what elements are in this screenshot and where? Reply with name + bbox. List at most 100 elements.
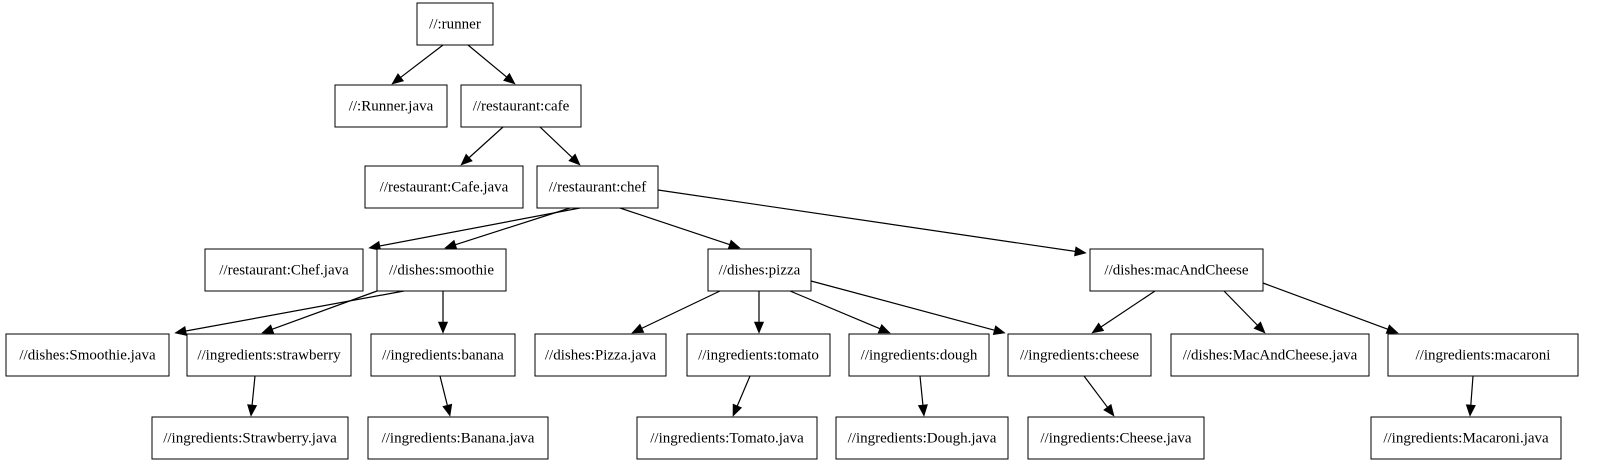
graph-node-banana_java[interactable]: //ingredients:Banana.java — [367, 416, 549, 460]
node-box[interactable] — [707, 248, 812, 292]
graph-node-ing_tomato[interactable]: //ingredients:tomato — [686, 333, 831, 377]
node-box[interactable] — [364, 165, 524, 209]
node-label: //ingredients:strawberry — [197, 347, 341, 363]
node-box[interactable] — [835, 416, 1009, 460]
node-label: //ingredients:dough — [861, 347, 978, 363]
node-box[interactable] — [1387, 333, 1579, 377]
edge-restaurant_chef-to-dishes_mac — [657, 189, 1087, 257]
node-box[interactable] — [204, 248, 364, 292]
graph-node-dough_java[interactable]: //ingredients:Dough.java — [835, 416, 1009, 460]
node-box[interactable] — [848, 333, 990, 377]
arrowhead-icon — [1253, 321, 1266, 334]
node-box[interactable] — [376, 248, 507, 292]
edge-line — [810, 280, 995, 331]
node-box[interactable] — [416, 2, 494, 46]
graph-node-cafe_java[interactable]: //restaurant:Cafe.java — [364, 165, 524, 209]
edge-line — [468, 126, 504, 159]
graph-node-strawberry_java[interactable]: //ingredients:Strawberry.java — [151, 416, 349, 460]
node-label: //:runner — [429, 16, 481, 32]
graph-node-ing_cheese[interactable]: //ingredients:cheese — [1007, 333, 1152, 377]
node-label: //restaurant:cafe — [473, 98, 570, 114]
node-label: //dishes:macAndCheese — [1104, 262, 1248, 278]
arrowhead-icon — [442, 403, 453, 417]
graph-node-restaurant_cafe[interactable]: //restaurant:cafe — [460, 84, 582, 128]
graph-node-runner[interactable]: //:runner — [416, 2, 494, 46]
edge-restaurant_cafe-to-restaurant_chef — [539, 126, 581, 166]
edge-line — [439, 375, 448, 406]
node-box[interactable] — [534, 333, 667, 377]
node-label: //ingredients:banana — [382, 347, 504, 363]
graph-node-ing_macaroni[interactable]: //ingredients:macaroni — [1387, 333, 1579, 377]
arrowhead-icon — [877, 323, 891, 334]
node-label: //ingredients:Banana.java — [382, 430, 535, 446]
graph-node-tomato_java[interactable]: //ingredients:Tomato.java — [636, 416, 818, 460]
node-label: //ingredients:Macaroni.java — [1383, 430, 1549, 446]
edge-ing_cheese-to-cheese_java — [1083, 375, 1115, 417]
edge-line — [1100, 290, 1156, 328]
node-label: //dishes:smoothie — [389, 262, 494, 278]
node-box[interactable] — [367, 416, 549, 460]
edge-line — [1223, 290, 1258, 326]
edge-line — [789, 290, 881, 330]
graph-node-mac_java[interactable]: //dishes:MacAndCheese.java — [1170, 333, 1370, 377]
graph-node-ing_dough[interactable]: //ingredients:dough — [848, 333, 990, 377]
node-box[interactable] — [1007, 333, 1152, 377]
graph-node-smoothie_java[interactable]: //dishes:Smoothie.java — [5, 333, 170, 377]
node-box[interactable] — [1170, 333, 1370, 377]
edge-line — [641, 290, 721, 329]
node-label: //dishes:Smoothie.java — [19, 347, 156, 363]
graph-node-ing_strawberry[interactable]: //ingredients:strawberry — [186, 333, 352, 377]
edge-restaurant_chef-to-dishes_smoothie — [444, 207, 571, 250]
node-box[interactable] — [186, 333, 352, 377]
node-box[interactable] — [460, 84, 582, 128]
edge-ing_macaroni-to-macaroni_java — [1465, 375, 1476, 417]
graph-node-restaurant_chef[interactable]: //restaurant:chef — [536, 165, 659, 209]
graph-node-chef_java[interactable]: //restaurant:Chef.java — [204, 248, 364, 292]
node-label: //ingredients:tomato — [698, 347, 819, 363]
edge-dishes_pizza-to-ing_dough — [789, 290, 891, 334]
edge-line — [1470, 375, 1474, 406]
arrowhead-icon — [732, 403, 743, 417]
arrowhead-icon — [1103, 403, 1115, 417]
graph-node-runner_java[interactable]: //:Runner.java — [334, 84, 448, 128]
node-box[interactable] — [334, 84, 448, 128]
node-box[interactable] — [5, 333, 170, 377]
node-box[interactable] — [1027, 416, 1205, 460]
node-label: //:Runner.java — [349, 98, 434, 114]
arrowhead-icon — [503, 72, 516, 85]
node-box[interactable] — [536, 165, 659, 209]
edge-dishes_smoothie-to-ing_strawberry — [261, 290, 378, 334]
node-label: //dishes:pizza — [719, 262, 801, 278]
graph-node-dishes_mac[interactable]: //dishes:macAndCheese — [1089, 248, 1264, 292]
graph-node-macaroni_java[interactable]: //ingredients:Macaroni.java — [1370, 416, 1562, 460]
edge-line — [1083, 375, 1108, 408]
node-box[interactable] — [636, 416, 818, 460]
node-label: //restaurant:Chef.java — [219, 262, 349, 278]
graph-node-dishes_pizza[interactable]: //dishes:pizza — [707, 248, 812, 292]
edge-runner-to-runner_java — [391, 44, 444, 85]
node-box[interactable] — [1370, 416, 1562, 460]
graph-node-cheese_java[interactable]: //ingredients:Cheese.java — [1027, 416, 1205, 460]
edge-dishes_smoothie-to-ing_banana — [437, 291, 449, 334]
node-group: //:runner //:Runner.java //restaurant:cafe… — [5, 2, 1579, 460]
arrowhead-icon — [391, 73, 405, 85]
graph-node-ing_banana[interactable]: //ingredients:banana — [370, 333, 516, 377]
node-label: //ingredients:Cheese.java — [1040, 430, 1192, 446]
edge-dishes_pizza-to-ing_cheese — [810, 280, 1006, 335]
node-label: //restaurant:chef — [549, 179, 646, 195]
edge-line — [919, 375, 924, 406]
edge-line — [185, 290, 405, 332]
node-box[interactable] — [686, 333, 831, 377]
node-label: //dishes:MacAndCheese.java — [1183, 347, 1358, 363]
node-box[interactable] — [151, 416, 349, 460]
node-box[interactable] — [370, 333, 516, 377]
edge-ing_tomato-to-tomato_java — [732, 375, 751, 417]
edge-dishes_mac-to-ing_cheese — [1091, 290, 1156, 334]
graph-node-pizza_java[interactable]: //dishes:Pizza.java — [534, 333, 667, 377]
arrowhead-icon — [1465, 404, 1476, 417]
node-box[interactable] — [1089, 248, 1264, 292]
edge-dishes_mac-to-ing_macaroni — [1262, 282, 1399, 334]
graph-node-dishes_smoothie[interactable]: //dishes:smoothie — [376, 248, 507, 292]
